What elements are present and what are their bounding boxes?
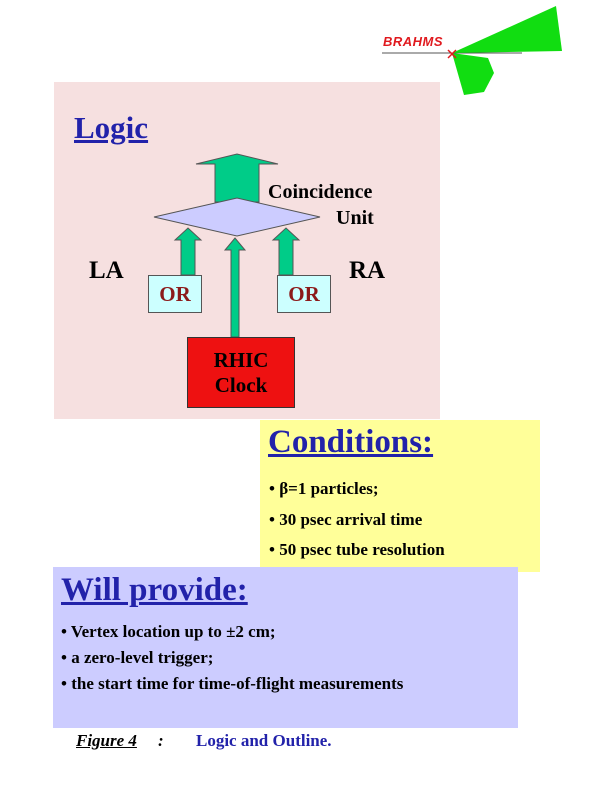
ra-label: RA: [349, 257, 386, 284]
or-gate-right: OR: [277, 275, 331, 313]
will-provide-panel: [53, 567, 518, 728]
brahms-logo: [382, 6, 562, 95]
coincidence-diamond: [153, 197, 321, 237]
provide-item: • the start time for time-of-flight meas…: [61, 674, 404, 693]
unit-label: Unit: [336, 207, 374, 229]
brahms-logo-text: BRAHMS: [383, 34, 444, 49]
will-provide-title: Will provide:: [61, 572, 248, 608]
output-arrow: [195, 153, 279, 203]
la-label: LA: [89, 257, 124, 284]
logic-title: Logic: [74, 110, 149, 145]
figure-colon: :: [158, 731, 164, 750]
logic-diagram: [153, 153, 321, 338]
left-input-arrow: [173, 227, 203, 276]
clock-label: Clock: [214, 372, 268, 397]
condition-item: • β=1 particles;: [269, 479, 379, 498]
clock-arrow: [223, 237, 247, 338]
condition-item: • 50 psec tube resolution: [269, 540, 445, 559]
coincidence-label: Coincidence: [268, 181, 373, 203]
conditions-title: Conditions:: [268, 424, 434, 460]
conditions-panel: [260, 420, 540, 572]
figure-label: Figure 4: [76, 731, 137, 750]
rhic-label: RHIC: [213, 348, 269, 373]
right-input-arrow: [271, 227, 301, 276]
rhic-clock-box: RHIC Clock: [187, 337, 295, 408]
condition-item: • 30 psec arrival time: [269, 510, 423, 529]
provide-item: • Vertex location up to ±2 cm;: [61, 622, 276, 641]
figure-caption: Logic and Outline.: [196, 731, 332, 750]
or-gate-left: OR: [148, 275, 202, 313]
provide-item: • a zero-level trigger;: [61, 648, 214, 667]
